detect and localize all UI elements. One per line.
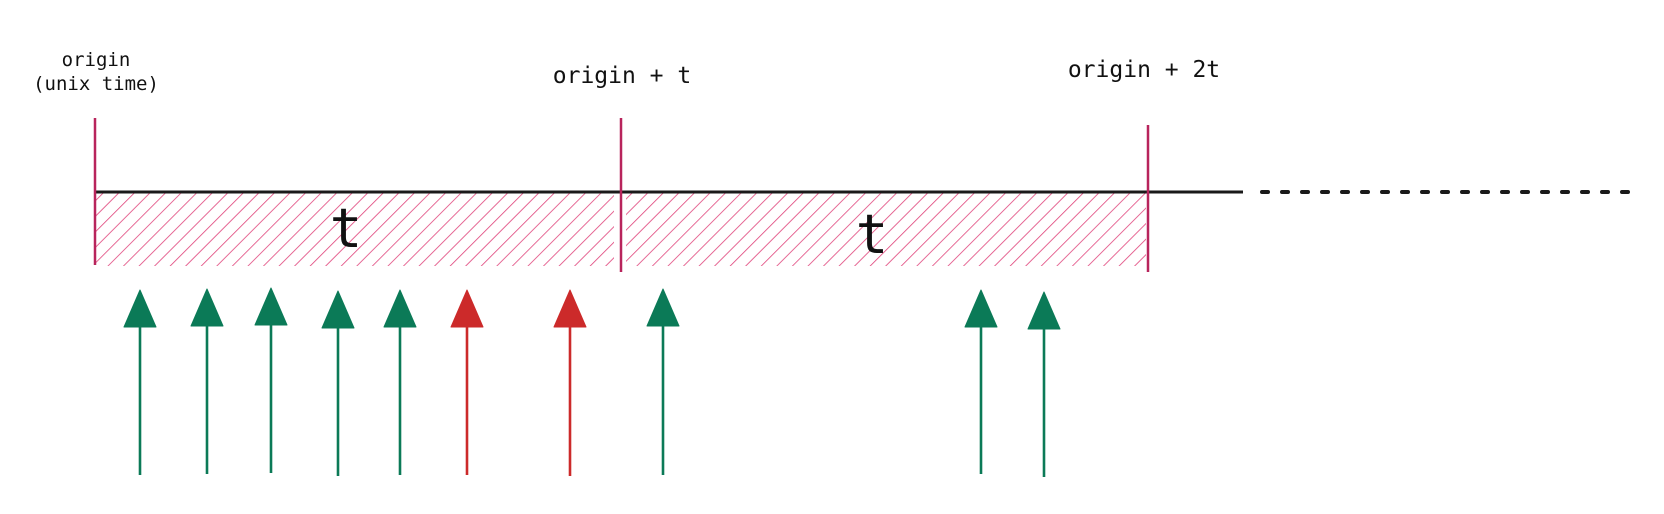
allowed-request-arrow: [123, 289, 157, 475]
window-1-hatch: [96, 192, 614, 266]
arrow-head: [553, 289, 587, 328]
arrow-head: [646, 288, 680, 327]
allowed-request-arrow: [383, 289, 417, 475]
arrow-head: [254, 287, 288, 326]
allowed-request-arrow: [1027, 291, 1061, 477]
window-2-duration-label: t: [856, 203, 889, 266]
arrow-head: [1027, 291, 1061, 330]
origin-plus-t-label: origin + t: [553, 63, 691, 89]
arrow-head: [321, 290, 355, 329]
arrow-head: [383, 289, 417, 328]
origin-label: origin: [62, 49, 131, 71]
arrow-head: [450, 289, 484, 328]
origin-unix-time-label: (unix time): [33, 73, 159, 95]
allowed-request-arrow: [190, 288, 224, 474]
arrow-head: [964, 289, 998, 328]
window-2-hatch: [626, 192, 1146, 266]
arrow-head: [123, 289, 157, 328]
request-arrows: [123, 287, 1061, 477]
allowed-request-arrow: [964, 289, 998, 474]
allowed-request-arrow: [321, 290, 355, 476]
rejected-request-arrow: [553, 289, 587, 476]
allowed-request-arrow: [254, 287, 288, 473]
window-1-duration-label: t: [330, 197, 363, 260]
arrow-head: [190, 288, 224, 327]
rejected-request-arrow: [450, 289, 484, 475]
origin-plus-2t-label: origin + 2t: [1068, 57, 1220, 83]
allowed-request-arrow: [646, 288, 680, 475]
